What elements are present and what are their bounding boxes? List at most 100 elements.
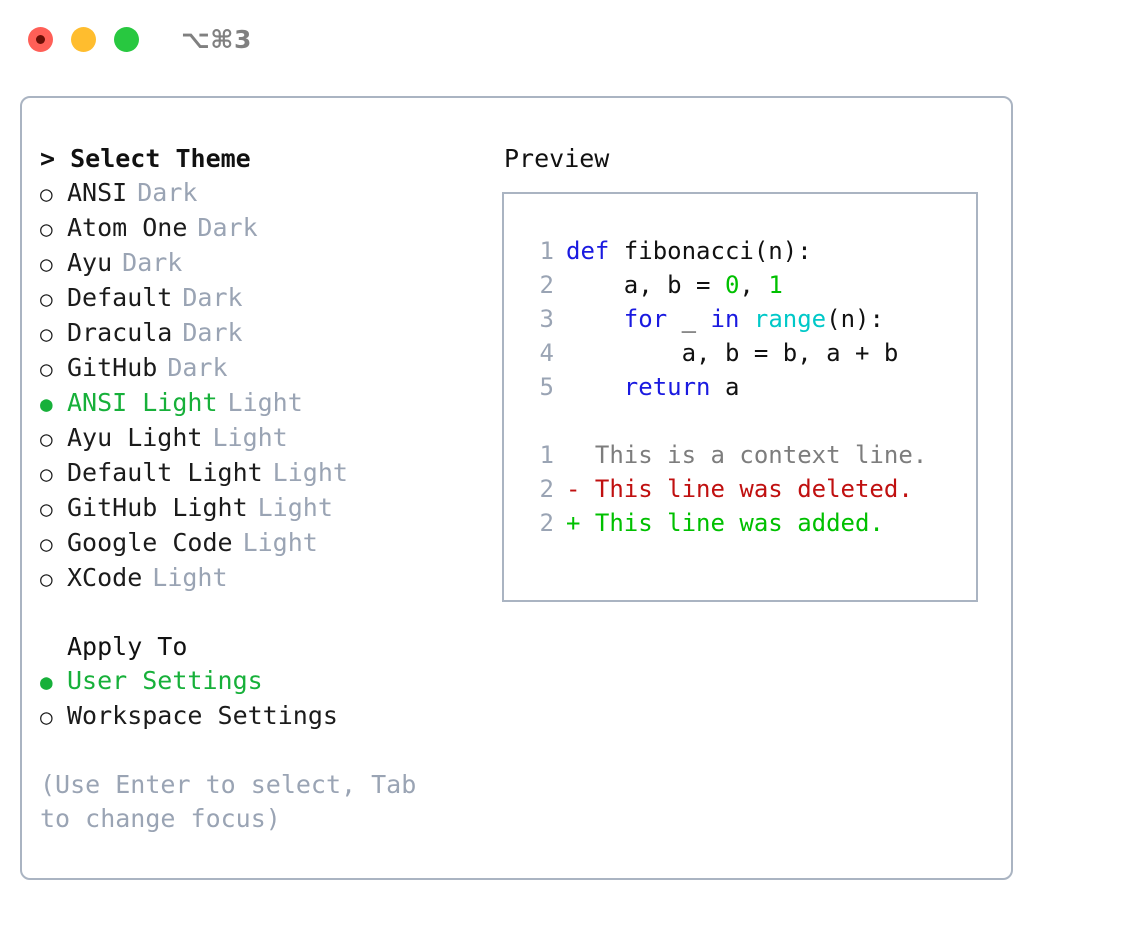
diff-sample: 1 This is a context line. 2 - This line wa… — [520, 438, 976, 540]
radio-unselected-icon[interactable]: ○ — [40, 322, 53, 346]
code-line-0: 1 def fibonacci(n): — [520, 234, 976, 268]
code-line-1: 2 a, b = 0, 1 — [520, 268, 976, 302]
token-kw: in — [710, 305, 740, 333]
radio-unselected-icon[interactable]: ○ — [40, 217, 53, 241]
theme-item-6[interactable]: ● ANSI Light Light — [40, 386, 492, 421]
token-txt — [566, 305, 624, 333]
token-num: 1 — [768, 271, 783, 299]
theme-item-label: GitHub — [67, 353, 158, 382]
radio-selected-icon[interactable]: ● — [40, 670, 53, 694]
diff-line-0: 1 This is a context line. — [520, 438, 976, 472]
theme-item-4[interactable]: ○ Dracula Dark — [40, 316, 492, 351]
radio-unselected-icon[interactable]: ○ — [40, 427, 53, 451]
radio-unselected-icon[interactable]: ○ — [40, 532, 53, 556]
maximize-button[interactable] — [114, 26, 139, 52]
radio-unselected-icon[interactable]: ○ — [40, 287, 53, 311]
theme-item-label: Atom One — [67, 213, 188, 242]
token-kw: return — [623, 373, 711, 401]
token-txt — [739, 305, 753, 333]
theme-item-variant: Dark — [122, 248, 183, 277]
radio-unselected-icon[interactable]: ○ — [40, 462, 53, 486]
theme-item-label: Dracula — [67, 318, 173, 347]
theme-item-variant: Light — [242, 528, 318, 557]
theme-item-variant: Light — [212, 423, 288, 452]
theme-item-1[interactable]: ○ Atom One Dark — [40, 211, 492, 246]
line-number: 4 — [539, 339, 554, 367]
theme-item-variant: Dark — [182, 318, 243, 347]
token-kw: for — [623, 305, 668, 333]
token-del: - This line was deleted. — [566, 475, 913, 503]
minimize-button[interactable] — [71, 26, 96, 52]
line-number: 2 — [539, 475, 554, 503]
apply-item-1[interactable]: ○ Workspace Settings — [40, 699, 492, 734]
theme-item-variant: Light — [272, 458, 348, 487]
line-number: 2 — [539, 271, 554, 299]
diff-line-1: 2 - This line was deleted. — [520, 472, 976, 506]
apply-item-label: User Settings — [67, 666, 263, 695]
theme-item-variant: Dark — [182, 283, 243, 312]
diff-line-2: 2 + This line was added. — [520, 506, 976, 540]
token-add: + This line was added. — [566, 509, 884, 537]
theme-item-label: Ayu Light — [67, 423, 203, 452]
close-button[interactable] — [28, 26, 53, 52]
token-txt: (n): — [826, 305, 884, 333]
theme-item-8[interactable]: ○ Default Light Light — [40, 456, 492, 491]
radio-unselected-icon[interactable]: ○ — [40, 182, 53, 206]
diff-line-text: + This line was added. — [566, 506, 884, 540]
theme-item-variant: Light — [227, 388, 303, 417]
radio-unselected-icon[interactable]: ○ — [40, 705, 53, 729]
theme-item-7[interactable]: ○ Ayu Light Light — [40, 421, 492, 456]
section-spacer — [40, 596, 492, 630]
radio-selected-icon[interactable]: ● — [40, 392, 53, 416]
token-txt: fibonacci(n): — [609, 237, 812, 265]
radio-unselected-icon[interactable]: ○ — [40, 252, 53, 276]
theme-item-label: Default Light — [67, 458, 263, 487]
theme-item-label: ANSI — [67, 178, 128, 207]
code-line-2: 3 for _ in range(n): — [520, 302, 976, 336]
theme-item-3[interactable]: ○ Default Dark — [40, 281, 492, 316]
theme-item-variant: Light — [257, 493, 333, 522]
line-number: 5 — [539, 373, 554, 401]
code-line-3: 4 a, b = b, a + b — [520, 336, 976, 370]
radio-unselected-icon[interactable]: ○ — [40, 357, 53, 381]
line-number: 2 — [539, 509, 554, 537]
theme-item-label: Default — [67, 283, 173, 312]
code-line-text: for _ in range(n): — [566, 302, 884, 336]
line-number: 1 — [539, 237, 554, 265]
code-line-4: 5 return a — [520, 370, 976, 404]
title-bar: ⌥⌘3 — [0, 0, 1140, 78]
code-line-text: return a — [566, 370, 740, 404]
code-line-text: a, b = 0, 1 — [566, 268, 783, 302]
theme-item-2[interactable]: ○ Ayu Dark — [40, 246, 492, 281]
theme-item-5[interactable]: ○ GitHub Dark — [40, 351, 492, 386]
theme-item-0[interactable]: ○ ANSI Dark — [40, 176, 492, 211]
apply-item-0[interactable]: ● User Settings — [40, 664, 492, 699]
radio-unselected-icon[interactable]: ○ — [40, 567, 53, 591]
theme-item-label: ANSI Light — [67, 388, 218, 417]
token-txt: _ — [667, 305, 711, 333]
code-line-text: def fibonacci(n): — [566, 234, 812, 268]
token-txt: a — [710, 373, 740, 401]
theme-item-variant: Dark — [197, 213, 258, 242]
theme-item-variant: Dark — [137, 178, 198, 207]
token-fn: range — [753, 305, 827, 333]
token-kw: def — [566, 237, 610, 265]
theme-item-variant: Dark — [167, 353, 228, 382]
window-controls — [28, 26, 139, 52]
apply-to-list: ● User Settings ○ Workspace Settings — [40, 664, 492, 734]
select-theme-heading: > Select Theme — [40, 144, 251, 173]
token-num: 0 — [724, 271, 740, 299]
radio-unselected-icon[interactable]: ○ — [40, 497, 53, 521]
theme-item-label: Ayu — [67, 248, 113, 277]
token-txt: a, b = b, a + b — [566, 339, 899, 367]
apply-item-label: Workspace Settings — [67, 701, 338, 730]
